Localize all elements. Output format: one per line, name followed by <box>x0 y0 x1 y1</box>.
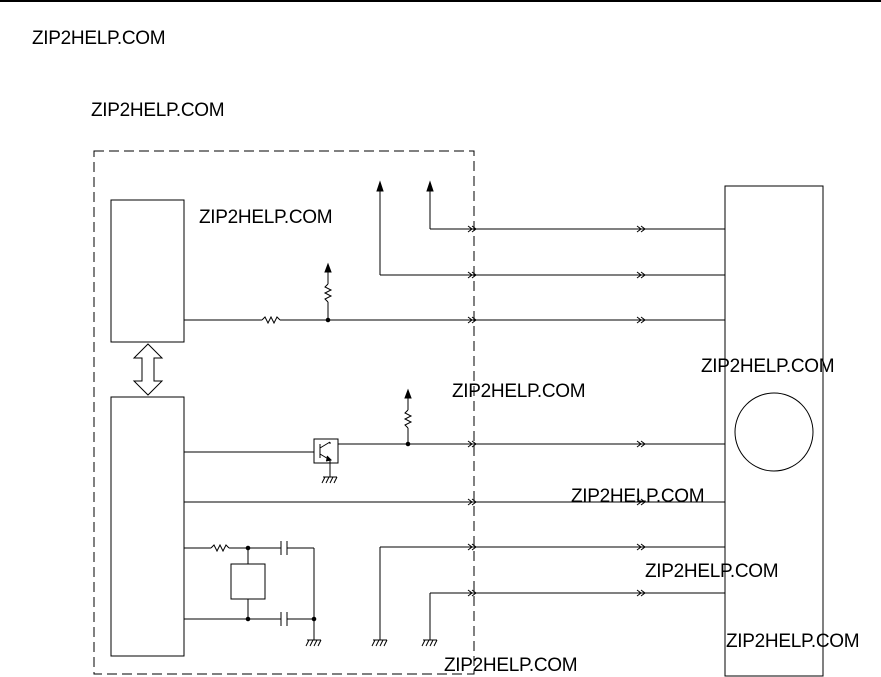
component-circle <box>734 392 814 472</box>
signal-line-2 <box>380 271 725 279</box>
signal-line-3 <box>184 262 725 324</box>
watermark-8: ZIP2HELP.COM <box>726 631 860 652</box>
bidirectional-arrow <box>132 343 164 396</box>
signal-line-6 <box>371 543 725 647</box>
signal-line-1 <box>430 225 725 233</box>
power-arrows <box>376 180 434 275</box>
upper-module-block <box>110 199 185 343</box>
watermark-1: ZIP2HELP.COM <box>32 28 166 49</box>
watermark-3: ZIP2HELP.COM <box>199 207 333 228</box>
page-top-rule <box>0 0 881 2</box>
control-unit-boundary <box>93 150 475 675</box>
signal-line-7 <box>421 589 725 647</box>
oscillator-network <box>184 541 322 647</box>
watermark-4: ZIP2HELP.COM <box>701 356 835 377</box>
watermark-7: ZIP2HELP.COM <box>645 561 779 582</box>
right-component-box <box>724 185 824 677</box>
watermark-5: ZIP2HELP.COM <box>452 381 586 402</box>
signal-line-5 <box>184 498 725 506</box>
watermark-6: ZIP2HELP.COM <box>571 486 705 507</box>
watermark-2: ZIP2HELP.COM <box>91 100 225 121</box>
watermark-9: ZIP2HELP.COM <box>444 655 578 676</box>
signal-line-4 <box>184 388 725 484</box>
lower-module-block <box>110 396 185 657</box>
